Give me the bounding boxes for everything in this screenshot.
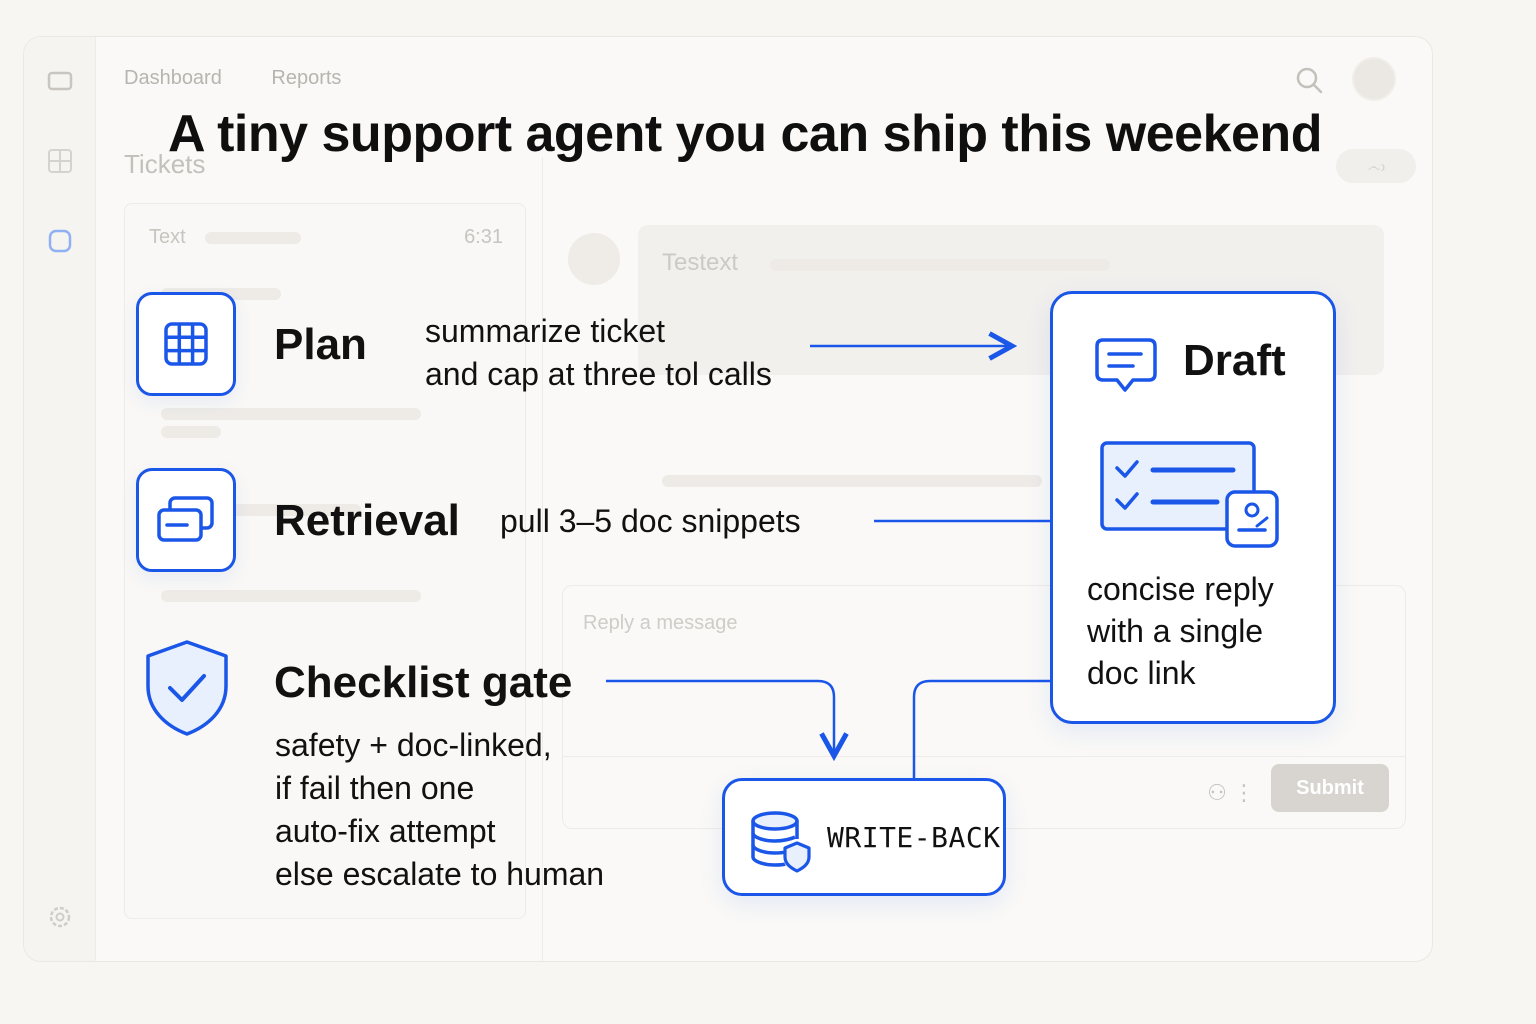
placeholder-bar	[161, 590, 421, 602]
placeholder-bar	[161, 426, 221, 438]
gate-desc-line: else escalate to human	[275, 856, 605, 892]
checklist-gate-description: safety + doc-linked, if fail then one au…	[275, 724, 604, 896]
toolbar-pill[interactable]: ෴ා	[1336, 149, 1416, 183]
plan-title: Plan	[274, 320, 367, 369]
grid-icon[interactable]	[46, 147, 74, 175]
plan-icon-box	[136, 292, 236, 396]
placeholder-bar	[161, 408, 421, 420]
retrieval-icon-box	[136, 468, 236, 572]
plan-description: summarize ticket and cap at three tol ca…	[425, 310, 772, 396]
search-icon[interactable]	[1294, 65, 1324, 95]
placeholder-bar	[205, 232, 301, 244]
gate-desc-line: if fail then one	[275, 770, 475, 806]
chat-icon[interactable]	[46, 227, 74, 255]
top-nav: Dashboard Reports	[124, 67, 385, 90]
placeholder-bar	[770, 259, 1110, 271]
diagram-headline: A tiny support agent you can ship this w…	[168, 105, 1322, 163]
ticket-text: Text	[149, 226, 186, 248]
draft-desc-line: doc link	[1087, 655, 1196, 691]
composer-tools-icon[interactable]: ⚇ ⋮	[1207, 780, 1255, 805]
message-avatar	[568, 233, 620, 285]
settings-icon[interactable]	[46, 903, 74, 931]
chat-bubble-icon	[1095, 338, 1157, 392]
gate-desc-line: safety + doc-linked,	[275, 727, 552, 763]
grid-icon	[164, 322, 208, 366]
app-sidebar-rail	[24, 37, 96, 961]
window-icon[interactable]	[46, 67, 74, 95]
composer-divider	[563, 756, 1405, 757]
nav-reports[interactable]: Reports	[271, 67, 342, 89]
cards-icon	[157, 496, 214, 542]
placeholder-bar	[662, 475, 1042, 487]
write-back-box: WRITE-BACK	[722, 778, 1006, 896]
tickets-heading: Tickets	[124, 149, 206, 179]
reply-input[interactable]: Reply a message	[583, 612, 738, 634]
checklist-document-icon	[1100, 441, 1279, 548]
draft-card: Draft concise reply with a single doc li…	[1050, 291, 1336, 724]
draft-desc-line: concise reply	[1087, 571, 1274, 607]
message-sender: Testext	[662, 249, 739, 276]
checklist-gate-title: Checklist gate	[274, 658, 573, 707]
retrieval-description: pull 3–5 doc snippets	[500, 500, 801, 543]
user-avatar[interactable]	[1352, 57, 1396, 101]
submit-button[interactable]: Submit	[1271, 764, 1389, 812]
write-back-label: WRITE-BACK	[827, 821, 1001, 854]
plan-desc-line: summarize ticket	[425, 313, 666, 349]
nav-dashboard[interactable]: Dashboard	[124, 67, 222, 89]
draft-title: Draft	[1183, 336, 1286, 385]
retrieval-desc-line: pull 3–5 doc snippets	[500, 503, 801, 539]
shield-check-icon	[146, 640, 228, 736]
ticket-time: 6:31	[464, 226, 503, 248]
retrieval-title: Retrieval	[274, 496, 460, 545]
draft-desc-line: with a single	[1087, 613, 1264, 649]
plan-desc-line: and cap at three tol calls	[425, 356, 772, 392]
draft-description: concise reply with a single doc link	[1087, 568, 1274, 694]
gate-desc-line: auto-fix attempt	[275, 813, 496, 849]
database-shield-icon	[751, 811, 811, 873]
column-divider	[542, 157, 543, 961]
